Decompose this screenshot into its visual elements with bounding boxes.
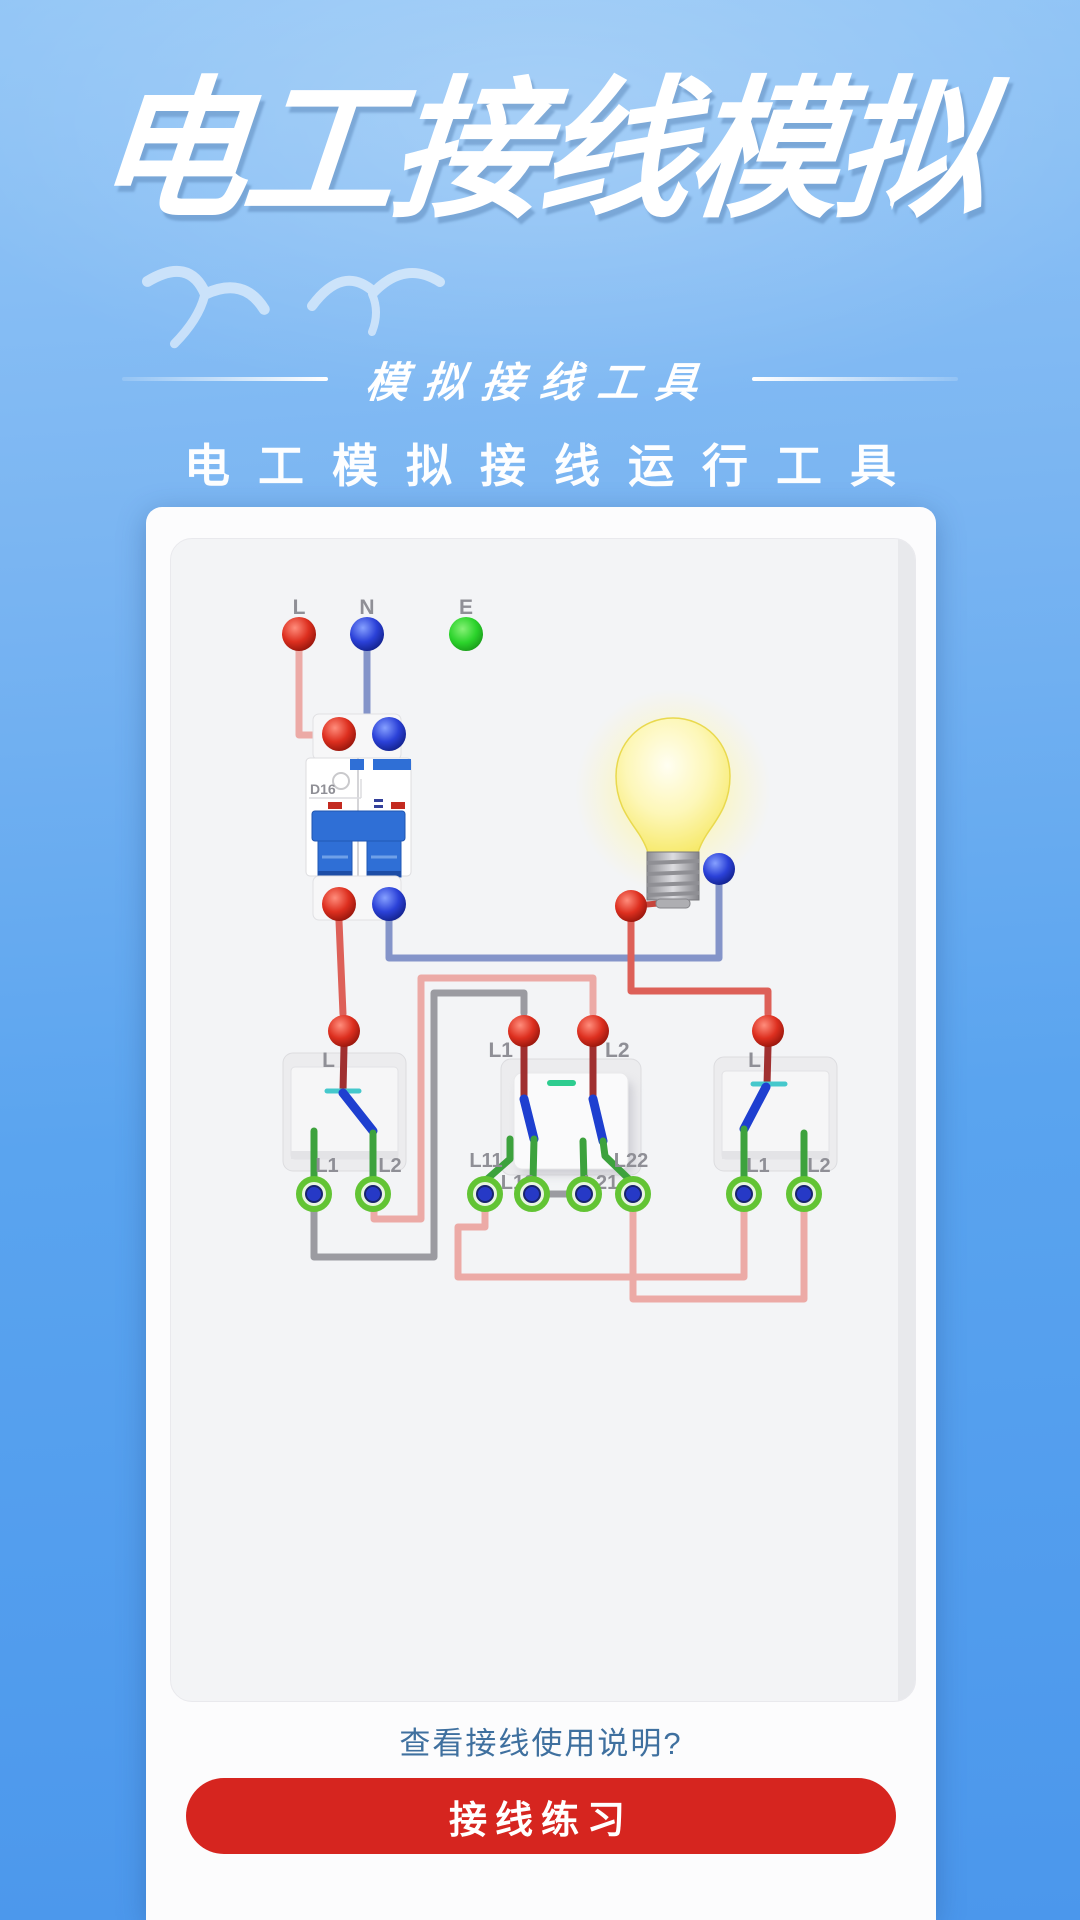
switch3-l1-label: L1 <box>746 1155 769 1177</box>
wire-sw1l1-to-sw2l1 <box>310 989 528 1261</box>
switch-3: L L1 L2 <box>713 1015 838 1212</box>
switch1-l2-terminal <box>355 1176 391 1212</box>
switch2-l11-terminal <box>467 1176 503 1212</box>
switch2-l1-label: L1 <box>488 1039 513 1062</box>
switch3-l-label: L <box>748 1049 761 1072</box>
switch-1: L L1 L2 <box>282 1015 407 1212</box>
breaker-terminal-live-in <box>322 717 356 751</box>
switch1-l-label: L <box>322 1049 335 1072</box>
bulb-base-tip <box>655 898 691 909</box>
switch2-l22-label: L22 <box>614 1150 648 1172</box>
bulb-terminal-live <box>615 890 647 922</box>
seagulls-icon <box>141 265 445 349</box>
switch3-l-terminal <box>752 1015 784 1047</box>
bulb-globe <box>615 717 731 855</box>
switch3-blade <box>739 1082 771 1134</box>
breaker-toggle-bar[interactable] <box>311 810 406 842</box>
switch2-rocker-plate[interactable] <box>513 1072 629 1170</box>
supply-l-terminal <box>282 617 316 651</box>
usage-instructions-link[interactable]: 查看接线使用说明? <box>399 1726 683 1761</box>
switch1-l-terminal <box>328 1015 360 1047</box>
switch1-l1-terminal <box>296 1176 332 1212</box>
subtitle-row: 模拟接线工具 <box>0 352 1080 406</box>
simulator-screen: L N E <box>170 538 916 1702</box>
wiring-diagram: L N E <box>282 596 838 1303</box>
wire-sw1l2-to-sw2l2 <box>370 974 597 1223</box>
supply-n-label: N <box>359 596 374 619</box>
wire-breaker-to-switch1 <box>335 917 347 1018</box>
subtitle-left-line <box>121 377 328 381</box>
switch2-l1-terminal <box>508 1015 540 1047</box>
seagull-icon <box>141 265 270 349</box>
switch2-blade-left <box>519 1094 539 1144</box>
breaker-logo <box>332 772 350 790</box>
supply-n-terminal <box>350 617 384 651</box>
tagline: 电工模拟接线运行工具 <box>184 440 924 492</box>
wire-breaker-to-bulb-neutral <box>385 881 723 962</box>
scrollbar-track[interactable] <box>898 539 915 1701</box>
breaker-model: D16 <box>310 781 336 797</box>
breaker-terminal-live-out <box>322 887 356 921</box>
circuit-breaker: D16 <box>305 713 412 921</box>
switch3-l2-label: L2 <box>807 1155 830 1177</box>
breaker-terminal-neutral-in <box>372 717 406 751</box>
app-panel: L N E <box>146 507 936 1920</box>
switch2-l11-label: L11 <box>469 1150 502 1172</box>
switch3-l2-terminal <box>786 1176 822 1212</box>
supply-e-terminal <box>449 617 483 651</box>
switch1-blade <box>338 1088 378 1136</box>
supply-e-label: E <box>459 596 473 619</box>
switch2-l2-terminal <box>577 1015 609 1047</box>
breaker-indicator-right <box>391 802 405 809</box>
switch1-l1-label: L1 <box>315 1155 338 1177</box>
wire-sw2l22-to-sw3l2 <box>629 1205 808 1303</box>
wire-bulb-to-switch3 <box>627 915 772 1018</box>
switch3-l1-terminal <box>726 1176 762 1212</box>
breaker-terminal-neutral-out <box>372 887 406 921</box>
practice-button[interactable]: 接线练习 <box>186 1778 896 1854</box>
switch2-l22-terminal <box>615 1176 651 1212</box>
light-bulb <box>575 689 771 922</box>
switch2-l2-label: L2 <box>605 1039 630 1062</box>
subtitle: 模拟接线工具 <box>363 358 717 406</box>
page-title: 电工接线模拟 <box>88 66 992 236</box>
seagull-icon <box>307 268 445 336</box>
subtitle-right-line <box>752 377 958 381</box>
switch2-l12-terminal <box>514 1176 550 1212</box>
switch2-l21-terminal <box>566 1176 602 1212</box>
switch1-l2-label: L2 <box>378 1155 401 1177</box>
supply-terminals: L N E <box>293 596 473 619</box>
wire-sw2l11-to-sw3l1 <box>454 1205 748 1281</box>
breaker-indicator-left <box>328 802 342 809</box>
supply-l-label: L <box>293 596 306 619</box>
switch-2: L1 L2 L11 L12 L21 L22 <box>467 1015 651 1212</box>
bulb-terminal-neutral <box>703 853 735 885</box>
switch2-blade-right <box>588 1094 608 1146</box>
